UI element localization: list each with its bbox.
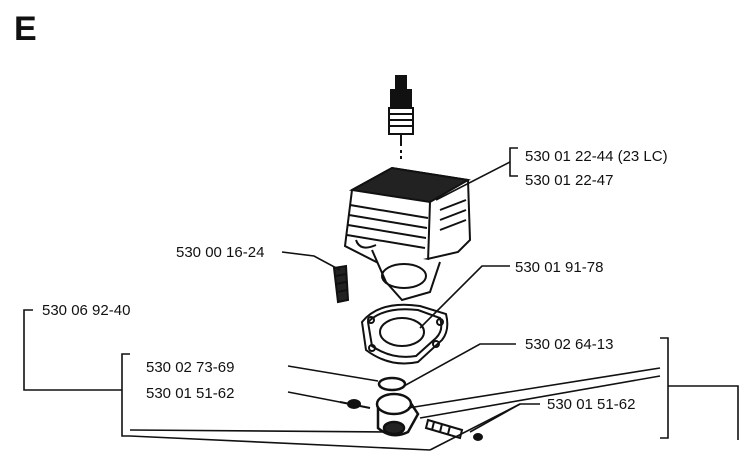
label-piston-pin-right: 530 01 51-62 (547, 396, 635, 413)
label-needle-bearing: 530 02 64-13 (525, 336, 613, 353)
piston-illustration (375, 392, 420, 437)
label-cylinder-23lc: 530 01 22-44 (23 LC) (525, 148, 668, 165)
bolt-illustration (332, 264, 350, 304)
leader-lines (23, 147, 739, 451)
label-cylinder-gasket: 530 01 91-78 (515, 259, 603, 276)
piston-pin-right-illustration (424, 418, 483, 441)
piston-pin-left-illustration (339, 399, 371, 409)
label-bolt: 530 00 16-24 (176, 244, 264, 261)
cylinder-illustration (343, 166, 472, 302)
label-snap-ring: 530 02 73-69 (146, 359, 234, 376)
snap-ring-illustration (377, 376, 407, 392)
section-letter: E (14, 10, 37, 48)
label-piston-pin-left: 530 01 51-62 (146, 385, 234, 402)
cylinder-gasket-illustration (360, 303, 449, 365)
spark-plug-illustration (388, 75, 414, 162)
label-piston-kit: 530 06 92-40 (42, 302, 130, 319)
label-cylinder: 530 01 22-47 (525, 172, 613, 189)
